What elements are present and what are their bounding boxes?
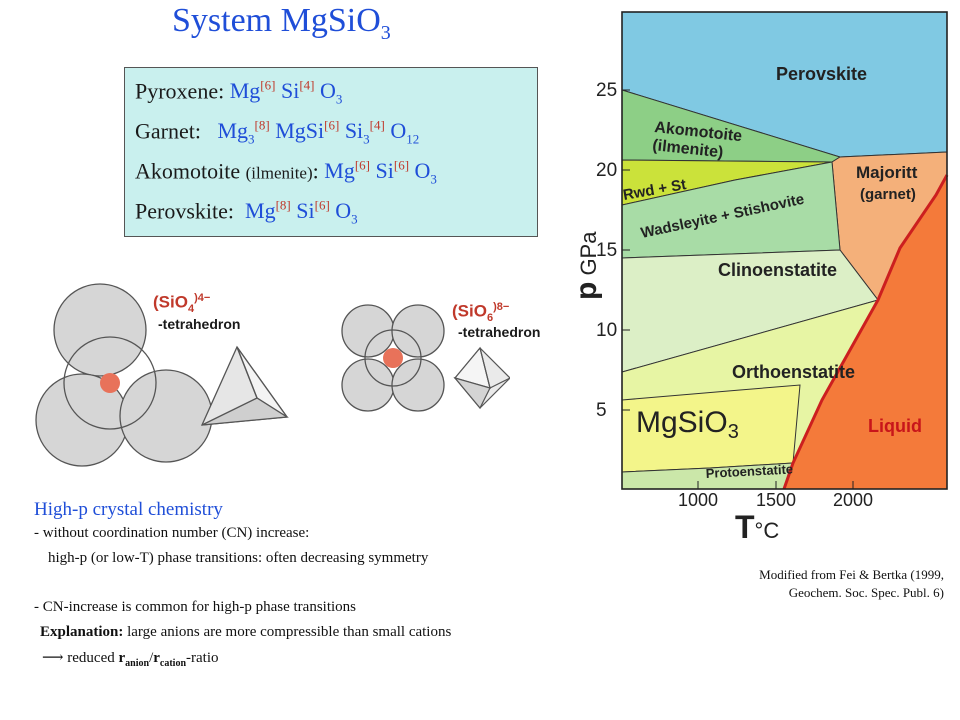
- tetrahedron-formula: (SiO4)4−: [153, 292, 211, 316]
- label-orthoenstatite: Orthoenstatite: [732, 362, 855, 382]
- page-title: System MgSiO3: [172, 2, 391, 44]
- octahedron-caption: -tetrahedron: [458, 324, 541, 340]
- tetrahedron-caption: -tetrahedron: [158, 316, 241, 332]
- tetrahedron-icon: [200, 345, 289, 426]
- oxygen-sphere: [391, 304, 445, 358]
- oxygen-sphere: [63, 336, 157, 430]
- y-tick-label: 15: [596, 240, 617, 261]
- octahedral-coordination-figure: [341, 304, 510, 412]
- tetrahedral-coordination-figure: [35, 283, 289, 467]
- credit-line-1: Modified from Fei & Bertka (1999,: [759, 567, 944, 582]
- field-wadsleyite: [622, 161, 841, 259]
- figure-credit: Modified from Fei & Bertka (1999, Geoche…: [700, 566, 944, 602]
- chemistry-line-3: - CN-increase is common for high-p phase…: [34, 599, 357, 615]
- chemistry-line-1: - without coordination number (CN) incre…: [34, 525, 310, 541]
- formula-akomotoite: Akomotoite (ilmenite): Mg[6] Si[6] O3: [135, 158, 437, 187]
- octahedron-icon: [453, 346, 510, 410]
- oxygen-sphere: [53, 283, 147, 377]
- formula-perovskite: Perovskite: Mg[8] Si[6] O3: [135, 198, 358, 227]
- y-tick-label: 25: [596, 80, 617, 101]
- y-tick-label: 10: [596, 320, 617, 341]
- y-tick-label: 5: [596, 400, 607, 421]
- y-tick-label: 20: [596, 160, 617, 181]
- label-mgsio3: MgSiO3: [636, 406, 739, 443]
- silicon-cation: [383, 348, 403, 368]
- silicon-cation: [100, 373, 120, 393]
- formula-pyroxene: Pyroxene: Mg[6] Si[4] O3: [135, 78, 343, 107]
- oxygen-sphere: [391, 358, 445, 412]
- chemistry-line-5: ⟶ reduced ranion/rcation-ratio: [42, 650, 219, 669]
- chemistry-line-4: Explanation: large anions are more compr…: [40, 624, 452, 640]
- x-tick-label: 2000: [833, 490, 873, 510]
- x-tick-label: 1000: [678, 490, 718, 510]
- y-axis-label: p GPa: [570, 231, 603, 300]
- label-majoritt: Majoritt: [856, 163, 918, 182]
- liquidus-curve: [782, 174, 949, 490]
- label-garnet: (garnet): [860, 186, 916, 203]
- oxygen-sphere: [364, 329, 422, 387]
- formula-box: Pyroxene: Mg[6] Si[4] O3 Garnet: Mg3[8] …: [124, 67, 538, 237]
- credit-line-2: Geochem. Soc. Spec. Publ. 6): [788, 585, 944, 600]
- chemistry-line-2: high-p (or low-T) phase transitions: oft…: [48, 550, 429, 566]
- label-liquid: Liquid: [868, 416, 922, 436]
- label-protoenstatite: Protoenstatite: [705, 461, 793, 481]
- formula-garnet: Garnet: Mg3[8] MgSi[6] Si3[4] O12: [135, 118, 420, 147]
- label-perovskite: Perovskite: [776, 64, 867, 84]
- y-axis: [622, 89, 630, 411]
- octahedron-formula: (SiO6)8−: [452, 301, 510, 325]
- label-clinoenstatite: Clinoenstatite: [718, 260, 837, 280]
- phase-diagram: 5 10 15 20 25 1000 1500 2000 p GPa T°C P…: [570, 11, 949, 545]
- x-axis-label: T°C: [735, 509, 779, 545]
- x-axis: [697, 481, 854, 489]
- x-tick-label: 1500: [756, 490, 796, 510]
- chemistry-heading: High-p crystal chemistry: [34, 499, 223, 520]
- oxygen-sphere: [119, 369, 213, 463]
